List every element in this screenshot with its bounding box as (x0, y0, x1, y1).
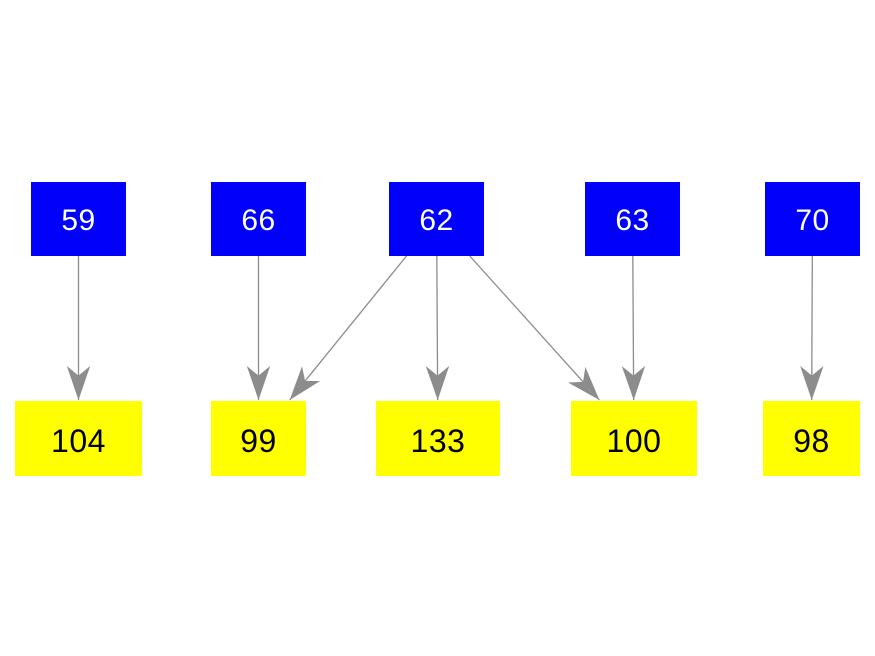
edge-62-99 (289, 255, 408, 401)
parent-node-62: 62 (389, 182, 484, 256)
edge-62-133 (425, 255, 450, 401)
node-label: 62 (419, 204, 454, 237)
parent-node-59: 59 (31, 182, 126, 256)
child-node-133: 133 (376, 401, 500, 476)
node-label: 100 (606, 422, 662, 459)
node-label: 66 (241, 204, 276, 237)
node-label: 133 (410, 422, 466, 459)
child-node-100: 100 (571, 401, 697, 476)
node-label: 104 (51, 422, 106, 459)
parent-node-63: 63 (585, 182, 680, 256)
edge-62-100 (469, 255, 600, 401)
child-node-99: 99 (211, 401, 306, 476)
child-node-104: 104 (15, 401, 142, 476)
parent-node-70: 70 (765, 182, 860, 256)
node-label: 99 (240, 422, 277, 459)
parent-node-66: 66 (211, 182, 306, 256)
node-label: 63 (615, 204, 650, 237)
child-node-98: 98 (763, 401, 860, 476)
node-label: 98 (793, 422, 830, 459)
edges (66, 255, 824, 401)
edge-70-98 (800, 255, 824, 401)
edge-63-100 (621, 255, 646, 401)
node-label: 70 (795, 204, 830, 237)
node-label: 59 (61, 204, 96, 237)
